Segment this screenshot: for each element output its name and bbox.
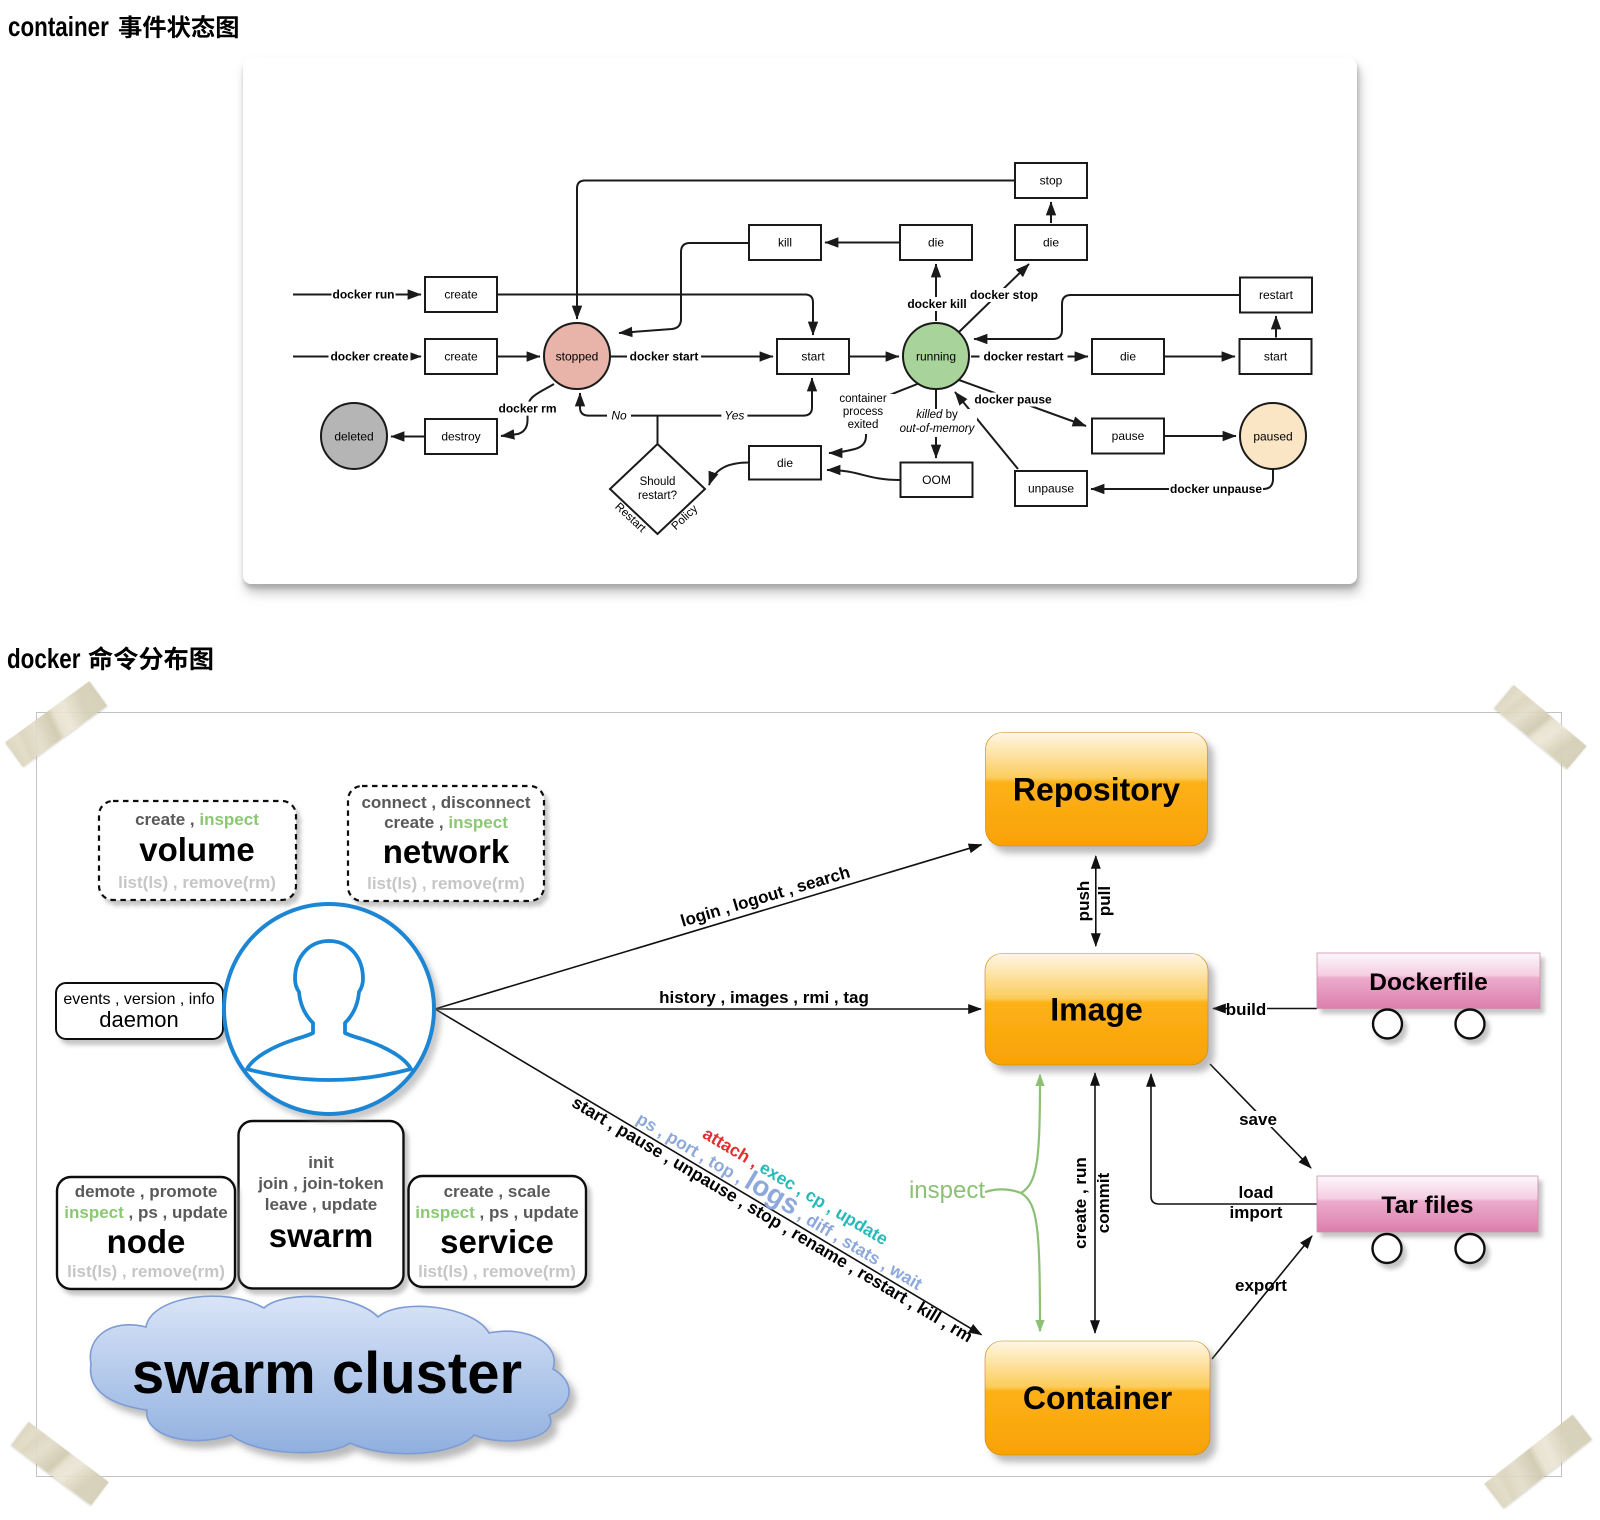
- svg-text:events , version , info: events , version , info: [63, 991, 214, 1008]
- svg-text:die: die: [777, 456, 793, 470]
- svg-text:container: container: [839, 393, 886, 405]
- svg-text:stop: stop: [1040, 174, 1063, 188]
- svg-text:Tar files: Tar files: [1381, 1192, 1473, 1219]
- svg-text:join , join-token: join , join-token: [257, 1174, 384, 1193]
- svg-text:docker run: docker run: [332, 288, 394, 302]
- svg-text:list(ls) , remove(rm): list(ls) , remove(rm): [418, 1262, 576, 1281]
- svg-text:create: create: [444, 350, 478, 364]
- svg-text:create , inspect: create , inspect: [135, 810, 259, 829]
- svg-text:docker restart: docker restart: [983, 350, 1063, 364]
- svg-text:docker kill: docker kill: [907, 297, 966, 311]
- svg-text:docker rm: docker rm: [498, 402, 556, 416]
- svg-text:docker create: docker create: [330, 350, 408, 364]
- svg-text:node: node: [107, 1223, 186, 1260]
- svg-text:paused: paused: [1253, 430, 1292, 444]
- svg-text:running: running: [916, 350, 956, 364]
- svg-text:create , run: create , run: [1071, 1157, 1090, 1249]
- svg-text:kill: kill: [778, 236, 792, 250]
- svg-text:docker unpause: docker unpause: [1170, 482, 1262, 496]
- svg-text:create: create: [444, 288, 478, 302]
- svg-text:out-of-memory: out-of-memory: [900, 423, 976, 435]
- svg-text:die: die: [1043, 236, 1059, 250]
- svg-text:deleted: deleted: [334, 430, 373, 444]
- svg-text:login , logout , search: login , logout , search: [678, 863, 852, 931]
- svg-text:OOM: OOM: [922, 473, 951, 487]
- svg-text:list(ls) , remove(rm): list(ls) , remove(rm): [367, 874, 525, 893]
- svg-text:Should: Should: [640, 476, 676, 488]
- svg-text:ps , port , top , logs , diff: ps , port , top , logs , diff , stats , …: [632, 1101, 930, 1296]
- svg-text:Container: Container: [1023, 1380, 1172, 1416]
- svg-text:save: save: [1239, 1110, 1277, 1129]
- svg-text:export: export: [1235, 1276, 1287, 1295]
- svg-text:No: No: [611, 409, 627, 423]
- svg-text:create , scale: create , scale: [444, 1182, 551, 1201]
- svg-text:Image: Image: [1050, 991, 1142, 1027]
- svg-text:die: die: [1120, 350, 1136, 364]
- svg-text:create , inspect: create , inspect: [384, 813, 508, 832]
- svg-text:Repository: Repository: [1013, 771, 1180, 807]
- svg-text:start: start: [1264, 350, 1288, 364]
- svg-text:init: init: [308, 1153, 334, 1172]
- svg-text:exited: exited: [848, 419, 879, 431]
- svg-text:build: build: [1226, 1000, 1267, 1019]
- svg-text:volume: volume: [139, 831, 255, 868]
- svg-text:pause: pause: [1112, 429, 1145, 443]
- svg-text:start , pause , unpause , stop: start , pause , unpause , stop , rename …: [569, 1092, 977, 1346]
- svg-text:inspect: inspect: [909, 1177, 985, 1204]
- svg-text:killed by: killed by: [916, 409, 958, 421]
- svg-text:Yes: Yes: [724, 409, 744, 423]
- svg-text:restart: restart: [1259, 288, 1294, 302]
- svg-text:list(ls) , remove(rm): list(ls) , remove(rm): [118, 873, 276, 892]
- svg-text:restart?: restart?: [638, 490, 677, 502]
- svg-text:network: network: [383, 833, 510, 870]
- svg-text:unpause: unpause: [1028, 482, 1074, 496]
- svg-text:docker start: docker start: [630, 350, 699, 364]
- svg-text:Dockerfile: Dockerfile: [1369, 969, 1487, 996]
- svg-text:swarm cluster: swarm cluster: [132, 1341, 522, 1406]
- svg-text:pull: pull: [1095, 886, 1114, 916]
- svg-text:history , images , rmi , tag: history , images , rmi , tag: [659, 988, 869, 1007]
- svg-text:start: start: [801, 350, 825, 364]
- svg-text:inspect , ps , update: inspect , ps , update: [415, 1203, 578, 1222]
- svg-text:list(ls) , remove(rm): list(ls) , remove(rm): [67, 1262, 225, 1281]
- svg-text:service: service: [440, 1223, 554, 1260]
- svg-text:die: die: [928, 236, 944, 250]
- svg-text:destroy: destroy: [441, 430, 480, 444]
- svg-text:daemon: daemon: [99, 1007, 179, 1032]
- svg-text:import: import: [1230, 1203, 1283, 1222]
- svg-text:connect , disconnect: connect , disconnect: [361, 793, 530, 812]
- svg-text:load: load: [1239, 1183, 1274, 1202]
- svg-text:docker stop: docker stop: [970, 288, 1038, 302]
- svg-text:docker pause: docker pause: [974, 393, 1052, 407]
- svg-text:inspect , ps , update: inspect , ps , update: [64, 1203, 227, 1222]
- svg-text:demote , promote: demote , promote: [75, 1182, 218, 1201]
- svg-text:leave , update: leave , update: [265, 1195, 377, 1214]
- svg-text:process: process: [843, 406, 884, 418]
- svg-text:commit: commit: [1094, 1172, 1113, 1233]
- svg-text:push: push: [1074, 881, 1093, 922]
- svg-text:stopped: stopped: [556, 350, 599, 364]
- svg-text:swarm: swarm: [269, 1217, 374, 1254]
